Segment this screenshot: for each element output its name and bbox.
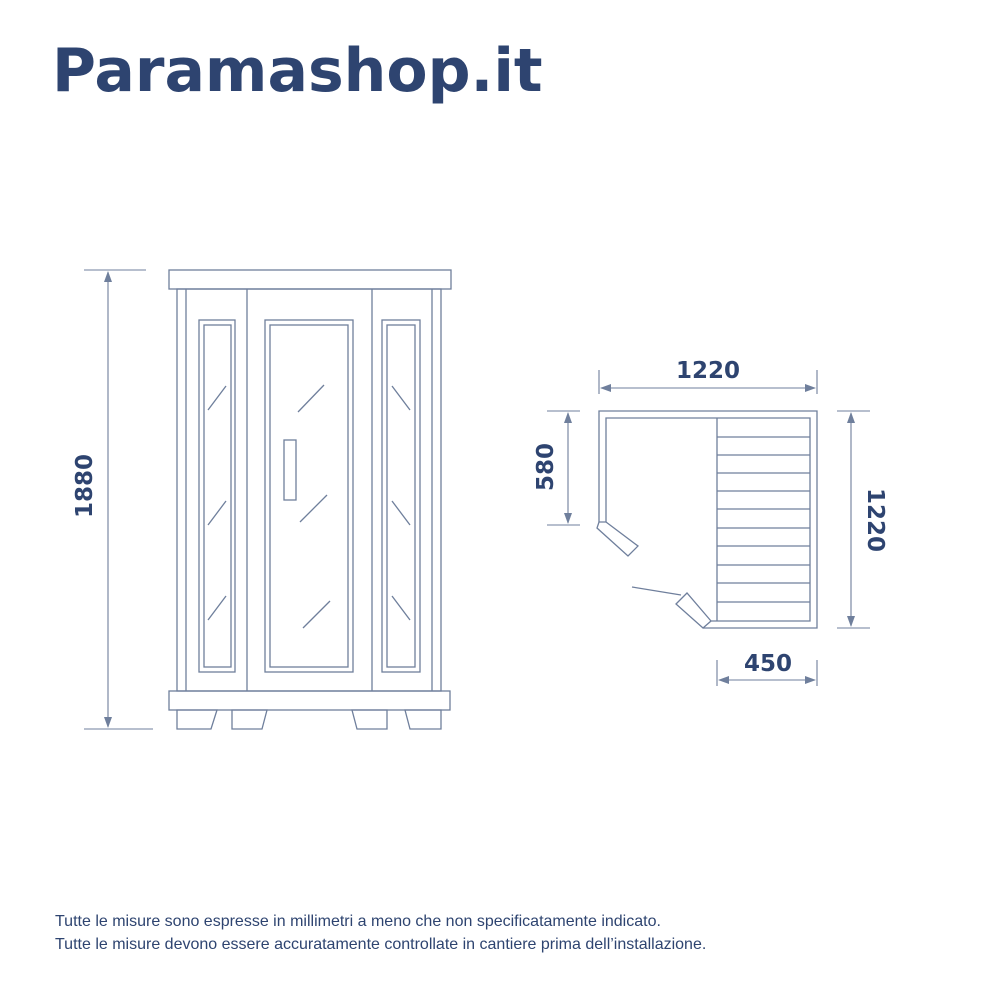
- door-offset-dimension: [547, 410, 580, 526]
- note-line-1: Tutte le misure sono espresse in millime…: [55, 913, 661, 930]
- plan-depth-label: 1220: [862, 488, 888, 552]
- note-line-2: Tutte le misure devono essere accuratame…: [55, 936, 707, 953]
- height-dimension: [84, 269, 153, 730]
- door-post-right: [675, 592, 712, 629]
- front-view: [168, 269, 452, 730]
- foot: [231, 709, 268, 730]
- plan-width-dimension: [598, 370, 818, 394]
- door-swing: [631, 586, 682, 596]
- plan-depth-dimension: [837, 410, 870, 629]
- measurement-notes: Tutte le misure sono espresse in millime…: [55, 910, 706, 956]
- door-post-left: [596, 521, 639, 557]
- plan-view: [596, 410, 818, 629]
- foot: [176, 709, 218, 730]
- cabin-base: [168, 690, 451, 711]
- cabin-top-cap: [168, 269, 452, 290]
- foot: [404, 709, 442, 730]
- bench-depth-dimension: [716, 660, 818, 686]
- door-panel: [264, 319, 354, 673]
- height-label: 1880: [72, 454, 98, 518]
- brand-logo: Paramashop.it: [52, 36, 543, 106]
- door-handle: [283, 439, 297, 501]
- foot: [351, 709, 388, 730]
- bench: [716, 418, 810, 621]
- cabin-body: [176, 288, 442, 692]
- left-glass-panel: [198, 319, 236, 673]
- right-glass-panel: [381, 319, 421, 673]
- door-offset-label: 580: [533, 443, 559, 491]
- bench-depth-label: 450: [744, 651, 792, 677]
- plan-width-label: 1220: [676, 358, 740, 384]
